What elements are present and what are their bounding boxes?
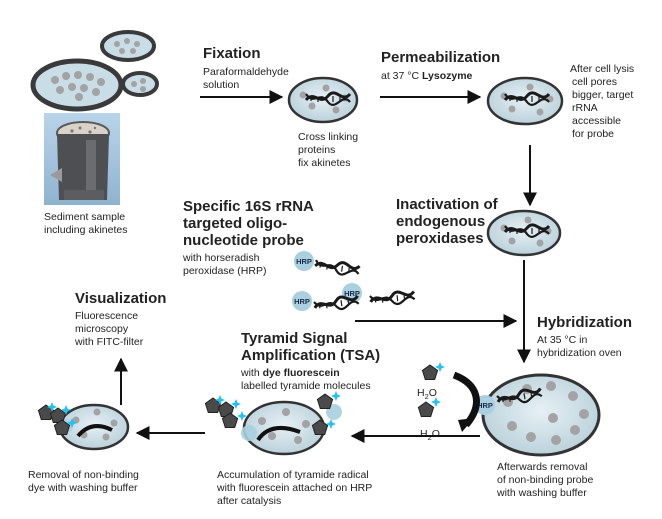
cell-icon-fixed	[287, 76, 359, 124]
probe-sub-1: with horseradish	[182, 252, 260, 264]
hyb-note-1: Afterwards removal	[497, 461, 587, 473]
sample-caption-2: including akinetes	[44, 224, 127, 236]
fixation-title: Fixation	[203, 45, 261, 62]
tsa-sub-2: labelled tyramide molecules	[241, 380, 371, 392]
perm-note-6: for probe	[572, 128, 614, 140]
hrp-label: HRP	[477, 401, 493, 410]
sample-cells	[30, 30, 159, 112]
washing-note-2: dye with washing buffer	[28, 482, 138, 494]
hrp-label: HRP	[296, 257, 312, 266]
probe-title-1: Specific 16S rRNA	[183, 198, 314, 215]
cell-icon-permeabilized	[486, 76, 564, 126]
h2o-label: H2O	[417, 387, 437, 401]
hrp-label: HRP	[294, 297, 310, 306]
perm-note-1: After cell lysis	[570, 63, 634, 75]
washing-note-1: Removal of non-binding	[28, 469, 139, 481]
tsa-note-1: Accumulation of tyramide radical	[217, 469, 369, 481]
h2o-label: H2O	[420, 428, 440, 442]
fixation-note-2: proteins	[298, 144, 335, 156]
visualization-sub-3: with FITC-filter	[74, 336, 144, 348]
tsa-note-3: after catalysis	[217, 495, 281, 507]
probe-sub-2: peroxidase (HRP)	[183, 265, 266, 277]
visualization-sub-2: microscopy	[75, 323, 129, 335]
visualization-sub-1: Fluorescence	[75, 310, 138, 322]
tsa-note-2: with fluorescein attached on HRP	[216, 482, 372, 494]
fixation-sub-1: Paraformaldehyde	[203, 66, 289, 78]
tsa-title-2: Amplification (TSA)	[241, 347, 380, 364]
probe-title-2: targeted oligo-	[183, 215, 287, 232]
perm-note-2: cell pores	[572, 76, 617, 88]
inactivation-title-1: Inactivation of	[396, 196, 499, 213]
catalysis-arrow	[452, 371, 480, 428]
fixation-note-3: fix akinetes	[298, 157, 351, 169]
hrp-probe-icon: HRP HRP HRP	[292, 251, 417, 315]
cell-icon-tsa	[241, 400, 342, 456]
perm-note-4: rRNA	[572, 102, 598, 114]
visualization-title: Visualization	[75, 290, 166, 307]
hrp-label: HRP	[344, 289, 360, 298]
cell-icon-inactivated	[486, 209, 562, 257]
hyb-note-2: of non-binding probe	[497, 474, 593, 486]
inactivation-title-2: endogenous	[396, 213, 485, 230]
hybridization-sub-2: hybridization oven	[537, 347, 622, 359]
hyb-note-3: with washing buffer	[496, 487, 587, 499]
fixation-sub-2: solution	[203, 79, 239, 91]
cell-icon-hybridized: HRP	[475, 373, 601, 457]
sediment-core-photo	[44, 113, 120, 205]
tsa-sub-1: with dye fluorescein	[240, 367, 340, 379]
hybridization-title: Hybridization	[537, 314, 632, 331]
tsa-title-1: Tyramid Signal	[241, 330, 347, 347]
perm-note-5: accessible	[572, 115, 621, 127]
cell-icon-washed	[58, 403, 130, 451]
permeabilization-sub: at 37 °C Lysozyme	[381, 70, 473, 82]
sample-caption-1: Sediment sample	[44, 211, 125, 223]
hybridization-sub-1: At 35 °C in	[537, 334, 587, 346]
inactivation-title-3: peroxidases	[396, 230, 484, 247]
perm-note-3: bigger, target	[572, 89, 633, 101]
permeabilization-title: Permeabilization	[381, 49, 500, 66]
fixation-note-1: Cross linking	[298, 131, 358, 143]
probe-title-3: nucleotide probe	[183, 232, 304, 249]
